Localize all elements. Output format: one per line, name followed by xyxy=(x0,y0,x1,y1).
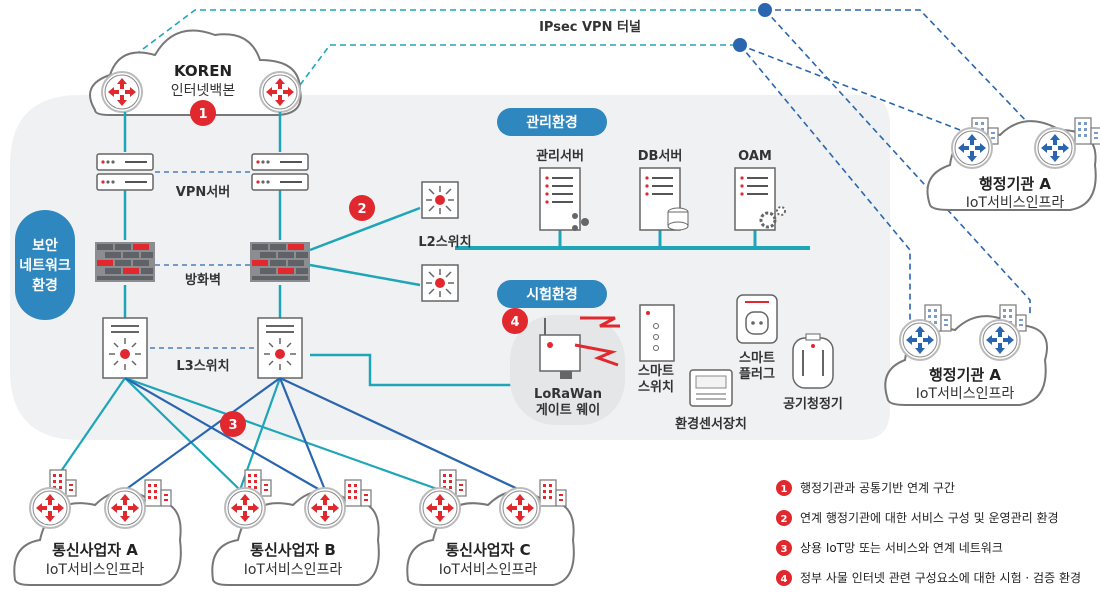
diagram-label: 행정기관 A xyxy=(979,175,1051,193)
marker-3: 3 xyxy=(220,411,246,437)
gateway-label: 게이트 웨이 xyxy=(536,402,600,418)
diagram-label: 환경센서장치 xyxy=(675,416,747,432)
marker-1: 1 xyxy=(190,100,216,126)
diagram-label: 통신사업자 B xyxy=(250,541,336,559)
router-icon xyxy=(1035,128,1075,168)
diagram-label: 스위치 xyxy=(638,379,674,395)
l3-switch-icon xyxy=(258,318,302,378)
smart-switch: 스마트 스위치 xyxy=(638,305,674,395)
l2-switch-label: L2스위치 xyxy=(418,234,471,250)
gateway-label: LoRaWan xyxy=(534,387,602,402)
legend-item: 3 상용 IoT망 또는 서비스와 연계 네트워크 xyxy=(776,540,1003,556)
diagram-label: 환경 xyxy=(32,277,58,294)
l2-switch-icon xyxy=(422,265,458,301)
router-icon xyxy=(105,488,145,528)
router-icon xyxy=(305,488,345,528)
security-zone-badge: 보안 네트워크 환경 xyxy=(15,210,75,320)
gov-cloud-1: 행정기관 A IoT서비스인프라 xyxy=(928,118,1100,211)
diagram-label: 정부 사물 인터넷 관련 구성요소에 대한 시험 · 검증 환경 xyxy=(800,571,1081,585)
db-server-label: DB서버 xyxy=(638,148,683,164)
legend-item: 4 정부 사물 인터넷 관련 구성요소에 대한 시험 · 검증 환경 xyxy=(776,570,1081,586)
diagram-label: IoT서비스인프라 xyxy=(244,562,343,578)
gov-cloud-2: 행정기관 A IoT서비스인프라 xyxy=(885,305,1047,405)
firewall-icon xyxy=(250,242,310,282)
telecom-cloud-a: 통신사업자 A IoT서비스인프라 xyxy=(14,470,181,585)
router-icon xyxy=(30,488,70,528)
l3-switch-label: L3스위치 xyxy=(176,358,229,374)
test-pill: 시험환경 xyxy=(497,280,607,308)
vpn-node-dot xyxy=(733,38,747,52)
router-icon xyxy=(420,488,460,528)
diagram-label: 상용 IoT망 또는 서비스와 연계 네트워크 xyxy=(800,541,1003,555)
router-icon xyxy=(225,488,265,528)
marker-4: 4 xyxy=(502,308,528,334)
diagram-label: IoT서비스인프라 xyxy=(916,386,1015,402)
diagram-label: 연계 행정기관에 대한 서비스 구성 및 운영관리 환경 xyxy=(800,510,1059,525)
diagram-label: 3 xyxy=(228,418,237,433)
marker-2: 2 xyxy=(349,195,375,221)
legend-item: 2 연계 행정기관에 대한 서비스 구성 및 운영관리 환경 xyxy=(776,510,1059,526)
koren-subtitle: 인터넷백본 xyxy=(171,83,236,99)
diagram-label: IoT서비스인프라 xyxy=(966,195,1065,211)
oam-label: OAM xyxy=(738,149,772,164)
diagram-label: 스마트 xyxy=(739,350,775,366)
diagram-label: IoT서비스인프라 xyxy=(46,562,145,578)
diagram-label: IoT서비스인프라 xyxy=(439,562,538,578)
mgmt-server-label: 관리서버 xyxy=(536,148,584,164)
diagram-label: 플러그 xyxy=(739,366,775,382)
diagram-label: 행정기관 A xyxy=(929,366,1001,384)
router-icon xyxy=(900,320,940,360)
vpn-server-label: VPN서버 xyxy=(176,184,230,200)
router-icon xyxy=(980,320,1020,360)
l3-switch-icon xyxy=(103,318,147,378)
diagram-label: 행정기관과 공통기반 연계 구간 xyxy=(800,480,955,495)
diagram-label: 통신사업자 C xyxy=(445,541,530,559)
router-icon xyxy=(500,488,540,528)
legend-item: 1 행정기관과 공통기반 연계 구간 xyxy=(776,480,955,496)
diagram-label: 3 xyxy=(781,544,788,555)
vpn-node-dot xyxy=(758,3,772,17)
koren-title: KOREN xyxy=(174,62,232,80)
router-icon xyxy=(260,72,300,112)
legend: 1 행정기관과 공통기반 연계 구간 2 연계 행정기관에 대한 서비스 구성 … xyxy=(776,480,1081,586)
router-icon xyxy=(102,72,142,112)
diagram-label: 4 xyxy=(510,315,519,330)
vpn-tunnel-label: IPsec VPN 터널 xyxy=(539,19,641,35)
diagram-label: 스마트 xyxy=(638,363,674,379)
firewall-icon xyxy=(95,242,155,282)
diagram-label: 1 xyxy=(781,484,788,495)
firewall-label: 방화벽 xyxy=(185,272,221,288)
diagram-label: 시험환경 xyxy=(526,286,578,303)
gear-icon xyxy=(761,213,775,227)
diagram-label: 보안 xyxy=(32,237,58,254)
gateway-node: LoRaWan 게이트 웨이 xyxy=(510,315,625,425)
diagram-label: 2 xyxy=(357,202,366,217)
diagram-label: 네트워크 xyxy=(19,258,71,274)
diagram-label: 2 xyxy=(781,514,788,525)
l2-switch-icon xyxy=(422,182,458,218)
diagram-label: 1 xyxy=(198,107,207,122)
diagram-label: 4 xyxy=(781,574,788,585)
router-icon xyxy=(952,128,992,168)
smart-plug: 스마트 플러그 xyxy=(737,295,777,382)
diagram-label: 관리환경 xyxy=(526,114,578,131)
diagram-label: 공기청정기 xyxy=(783,396,843,412)
diagram-label: 통신사업자 A xyxy=(52,541,138,559)
mgmt-pill: 관리환경 xyxy=(497,108,607,136)
